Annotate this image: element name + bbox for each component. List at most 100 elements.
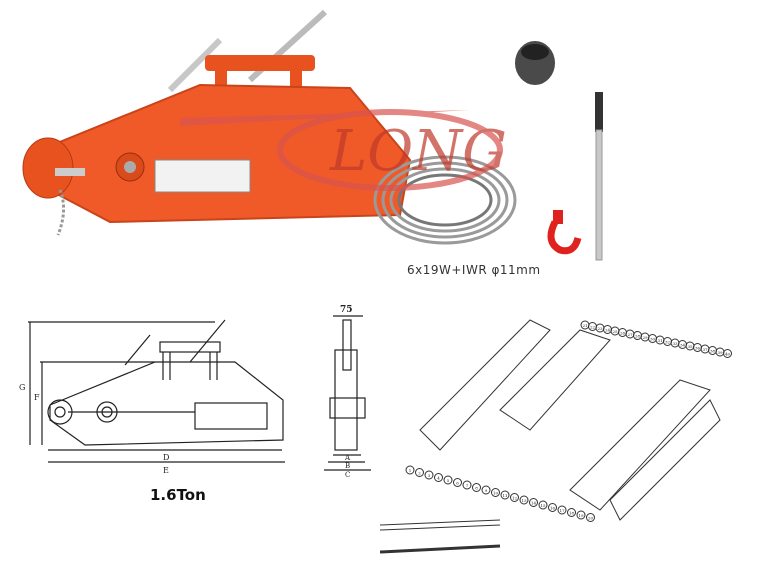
part-number-circle bbox=[529, 498, 538, 507]
part-number: 20 bbox=[588, 516, 594, 521]
dimension-d-label: D bbox=[163, 453, 169, 462]
part-number: 33 bbox=[672, 341, 678, 346]
part-number-balloon: 1 bbox=[405, 465, 415, 475]
part-number-balloon: 8 bbox=[472, 483, 481, 492]
part-number: 16 bbox=[550, 506, 556, 511]
part-number: 11 bbox=[502, 493, 507, 498]
part-number: 9 bbox=[485, 488, 488, 493]
part-number: 40 bbox=[725, 352, 731, 357]
part-number: 39 bbox=[717, 350, 723, 355]
part-number: 36 bbox=[695, 346, 701, 351]
part-number: 27 bbox=[627, 332, 633, 337]
part-number-balloon: 17 bbox=[557, 505, 567, 515]
part-number-balloon: 22 bbox=[588, 322, 597, 331]
part-number-balloon: 16 bbox=[548, 503, 557, 512]
part-number-circle bbox=[481, 485, 491, 495]
part-number: 14 bbox=[531, 501, 537, 506]
part-number-balloon: 25 bbox=[610, 326, 620, 336]
capacity-label: 1.6Ton bbox=[150, 486, 206, 504]
part-number: 21 bbox=[582, 323, 587, 328]
wire-rope-coil bbox=[373, 155, 517, 245]
part-number-circle bbox=[557, 505, 567, 515]
part-number-balloon: 35 bbox=[685, 341, 695, 351]
side-elevation-drawing: D E G F bbox=[19, 319, 285, 475]
part-number-circle bbox=[415, 468, 424, 477]
long-watermark-logo: LONG bbox=[180, 109, 507, 191]
part-number: 17 bbox=[559, 508, 565, 513]
part-number-circle bbox=[453, 478, 462, 487]
dimension-c-label: C bbox=[345, 471, 350, 479]
part-number-balloon: 9 bbox=[481, 485, 491, 495]
telescopic-handle bbox=[595, 92, 603, 261]
part-number-balloon: 13 bbox=[519, 495, 529, 505]
part-number-balloon: 23 bbox=[595, 323, 605, 333]
part-number-balloon: 29 bbox=[640, 332, 650, 342]
part-number-circle bbox=[519, 495, 529, 505]
part-number-circle bbox=[405, 465, 415, 475]
part-number-balloon: 19 bbox=[576, 510, 586, 520]
part-number: 37 bbox=[702, 347, 708, 352]
part-number-circle bbox=[576, 510, 586, 520]
part-number: 29 bbox=[642, 335, 648, 340]
part-number: 19 bbox=[578, 513, 584, 518]
part-number: 10 bbox=[493, 491, 499, 496]
part-number-circle bbox=[434, 473, 443, 482]
part-number-circle bbox=[491, 488, 500, 497]
part-number-balloon: 24 bbox=[603, 325, 612, 334]
part-number: 3 bbox=[428, 473, 431, 478]
part-number: 7 bbox=[466, 483, 469, 488]
part-number-balloon: 40 bbox=[723, 349, 732, 358]
part-number-circle bbox=[462, 480, 472, 490]
bushing-part bbox=[515, 41, 555, 85]
part-number-balloon: 39 bbox=[715, 347, 725, 357]
dimension-g-label: G bbox=[19, 383, 25, 392]
part-number-balloon: 18 bbox=[567, 508, 576, 517]
dimension-a-label: A bbox=[344, 454, 351, 462]
part-number: 8 bbox=[475, 486, 478, 491]
part-number-balloon: 10 bbox=[491, 488, 500, 497]
part-number: 1 bbox=[409, 468, 412, 473]
part-number-balloon: 26 bbox=[618, 328, 627, 337]
part-number-balloon: 38 bbox=[708, 346, 717, 355]
part-number-circle bbox=[510, 493, 519, 502]
part-number: 5 bbox=[447, 478, 450, 483]
part-number-balloon: 33 bbox=[670, 338, 680, 348]
part-number-balloon: 32 bbox=[663, 337, 672, 346]
part-number-balloon: 37 bbox=[700, 344, 710, 354]
part-number: 32 bbox=[665, 340, 671, 345]
wire-rope-spec-label: 6x19W+IWR φ11mm bbox=[407, 263, 541, 277]
part-number: 26 bbox=[620, 331, 626, 336]
part-number-circle bbox=[500, 490, 510, 500]
part-number-balloon: 11 bbox=[500, 490, 510, 500]
part-number: 13 bbox=[521, 498, 527, 503]
dimension-e-label: E bbox=[163, 466, 169, 475]
part-number-balloon: 27 bbox=[625, 329, 635, 339]
part-number-balloon: 7 bbox=[462, 480, 472, 490]
part-number: 2 bbox=[418, 471, 421, 476]
part-number-balloon: 36 bbox=[693, 343, 702, 352]
part-number-balloon: 3 bbox=[424, 470, 434, 480]
product-photo: LONG bbox=[22, 9, 603, 261]
part-number-balloon: 30 bbox=[648, 334, 657, 343]
part-number-balloon: 21 bbox=[580, 320, 590, 330]
part-number: 4 bbox=[437, 476, 440, 481]
dimension-b-label: B bbox=[345, 462, 350, 470]
part-number-circle bbox=[443, 475, 453, 485]
part-number-balloon: 6 bbox=[453, 478, 462, 487]
part-number: 28 bbox=[635, 334, 641, 339]
part-number: 35 bbox=[687, 344, 693, 349]
part-number-balloon: 34 bbox=[678, 340, 687, 349]
part-number: 25 bbox=[612, 329, 618, 334]
part-number-balloon: 20 bbox=[586, 513, 595, 522]
part-number: 30 bbox=[650, 337, 656, 342]
part-number: 23 bbox=[597, 326, 603, 331]
part-number-circle bbox=[424, 470, 434, 480]
part-number-balloon: 4 bbox=[434, 473, 443, 482]
part-number-balloon: 31 bbox=[655, 335, 665, 345]
part-number-balloon: 2 bbox=[415, 468, 424, 477]
hook-icon bbox=[547, 210, 582, 255]
watermark-text: LONG bbox=[329, 119, 507, 184]
part-number: 31 bbox=[657, 338, 662, 343]
